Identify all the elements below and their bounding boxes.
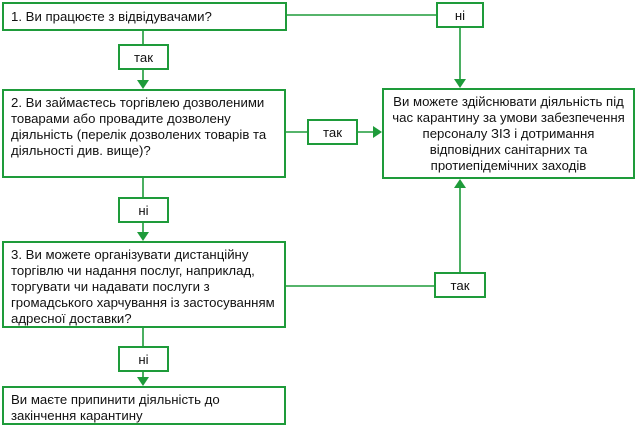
edge-label-q2-no-text: ні (138, 202, 149, 218)
edge-label-q2-yes-text: так (323, 124, 342, 140)
edge-label-q3-yes-text: так (450, 277, 470, 293)
edge-label-q3-yes: так (434, 272, 486, 298)
edge-label-q1-no: ні (436, 2, 484, 28)
arrow-head-stop (137, 377, 149, 386)
edge-label-q1-no-text: ні (454, 7, 466, 23)
question-3: 3. Ви можете організувати дистанційну то… (2, 241, 286, 328)
edge-label-q2-no: ні (118, 197, 169, 223)
arrow-head-result-bottom (454, 179, 466, 188)
arrow-head-result-top (454, 79, 466, 88)
edge-label-q2-yes: так (307, 119, 358, 145)
result-stop: Ви маєте припинити діяльність до закінче… (2, 386, 286, 425)
question-2-text: 2. Ви займаєтесь торгівлею дозволеними т… (11, 95, 267, 158)
result-stop-text: Ви маєте припинити діяльність до закінче… (11, 392, 220, 423)
arrow-head-result-left (373, 126, 382, 138)
edge-label-q3-no-text: ні (138, 351, 149, 367)
edge-label-q3-no: ні (118, 346, 169, 372)
arrow-head-q3 (137, 232, 149, 241)
question-3-text: 3. Ви можете організувати дистанційну то… (11, 247, 275, 326)
result-allowed: Ви можете здійснювати діяльність під час… (382, 88, 635, 179)
question-2: 2. Ви займаєтесь торгівлею дозволеними т… (2, 89, 286, 178)
arrow-head-q2 (137, 80, 149, 89)
question-1-text: 1. Ви працюєте з відвідувачами? (11, 9, 212, 24)
edge-label-q1-yes-text: так (134, 49, 153, 65)
result-allowed-text: Ви можете здійснювати діяльність під час… (392, 93, 625, 173)
edge-label-q1-yes: так (118, 44, 169, 70)
question-1: 1. Ви працюєте з відвідувачами? (2, 2, 287, 31)
